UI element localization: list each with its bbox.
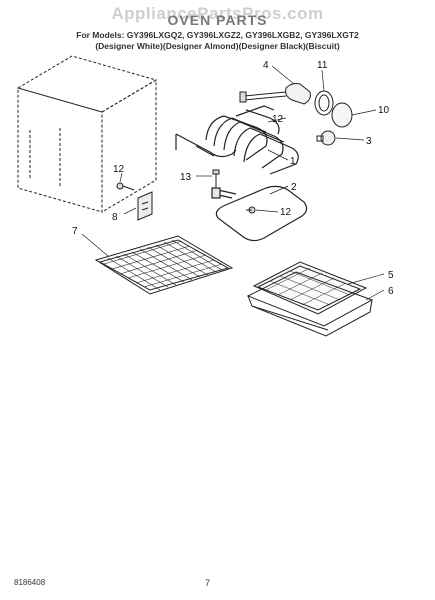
screw-part-12-lower — [246, 206, 256, 214]
callout-13: 13 — [180, 172, 192, 183]
callout-12-top: 12 — [272, 114, 284, 125]
callout-8: 8 — [112, 212, 118, 223]
broil-element-part — [175, 105, 299, 175]
oven-cavity-outline — [16, 55, 158, 213]
callout-2: 2 — [291, 182, 297, 193]
callout-10: 10 — [378, 105, 390, 116]
broiler-grid-part — [252, 261, 368, 315]
bracket-part-8 — [137, 191, 153, 221]
watermark: AppliancePartsPros.com — [111, 4, 324, 23]
callout-labels: 4 11 10 3 12 1 2 12 13 12 8 7 5 6 — [72, 60, 394, 297]
screw-part-12-left — [116, 182, 135, 191]
page-title: OVEN PARTS — [167, 12, 268, 28]
callout-1: 1 — [290, 156, 296, 167]
callout-4: 4 — [263, 60, 269, 71]
callout-5: 5 — [388, 270, 394, 281]
oven-rack-part — [94, 235, 234, 295]
callout-12-left: 12 — [113, 164, 125, 175]
callout-3: 3 — [366, 136, 372, 147]
callout-11: 11 — [317, 60, 328, 71]
page-number: 7 — [205, 578, 211, 588]
callout-6: 6 — [388, 286, 394, 297]
light-socket-part — [239, 83, 311, 105]
lens-cover-part — [331, 102, 353, 128]
leader-lines — [81, 65, 385, 301]
callout-7: 7 — [72, 226, 78, 237]
bake-element-part — [211, 185, 308, 242]
color-list: (Designer White)(Designer Almond)(Design… — [95, 41, 340, 51]
callout-12-right: 12 — [280, 207, 292, 218]
broiler-pan-part — [246, 271, 374, 337]
light-bulb-part — [316, 130, 336, 146]
light-ring-part — [314, 90, 334, 116]
screw-part-13 — [212, 169, 220, 188]
document-number: 8186408 — [14, 578, 46, 587]
model-list: For Models: GY396LXGQ2, GY396LXGZ2, GY39… — [76, 30, 359, 40]
